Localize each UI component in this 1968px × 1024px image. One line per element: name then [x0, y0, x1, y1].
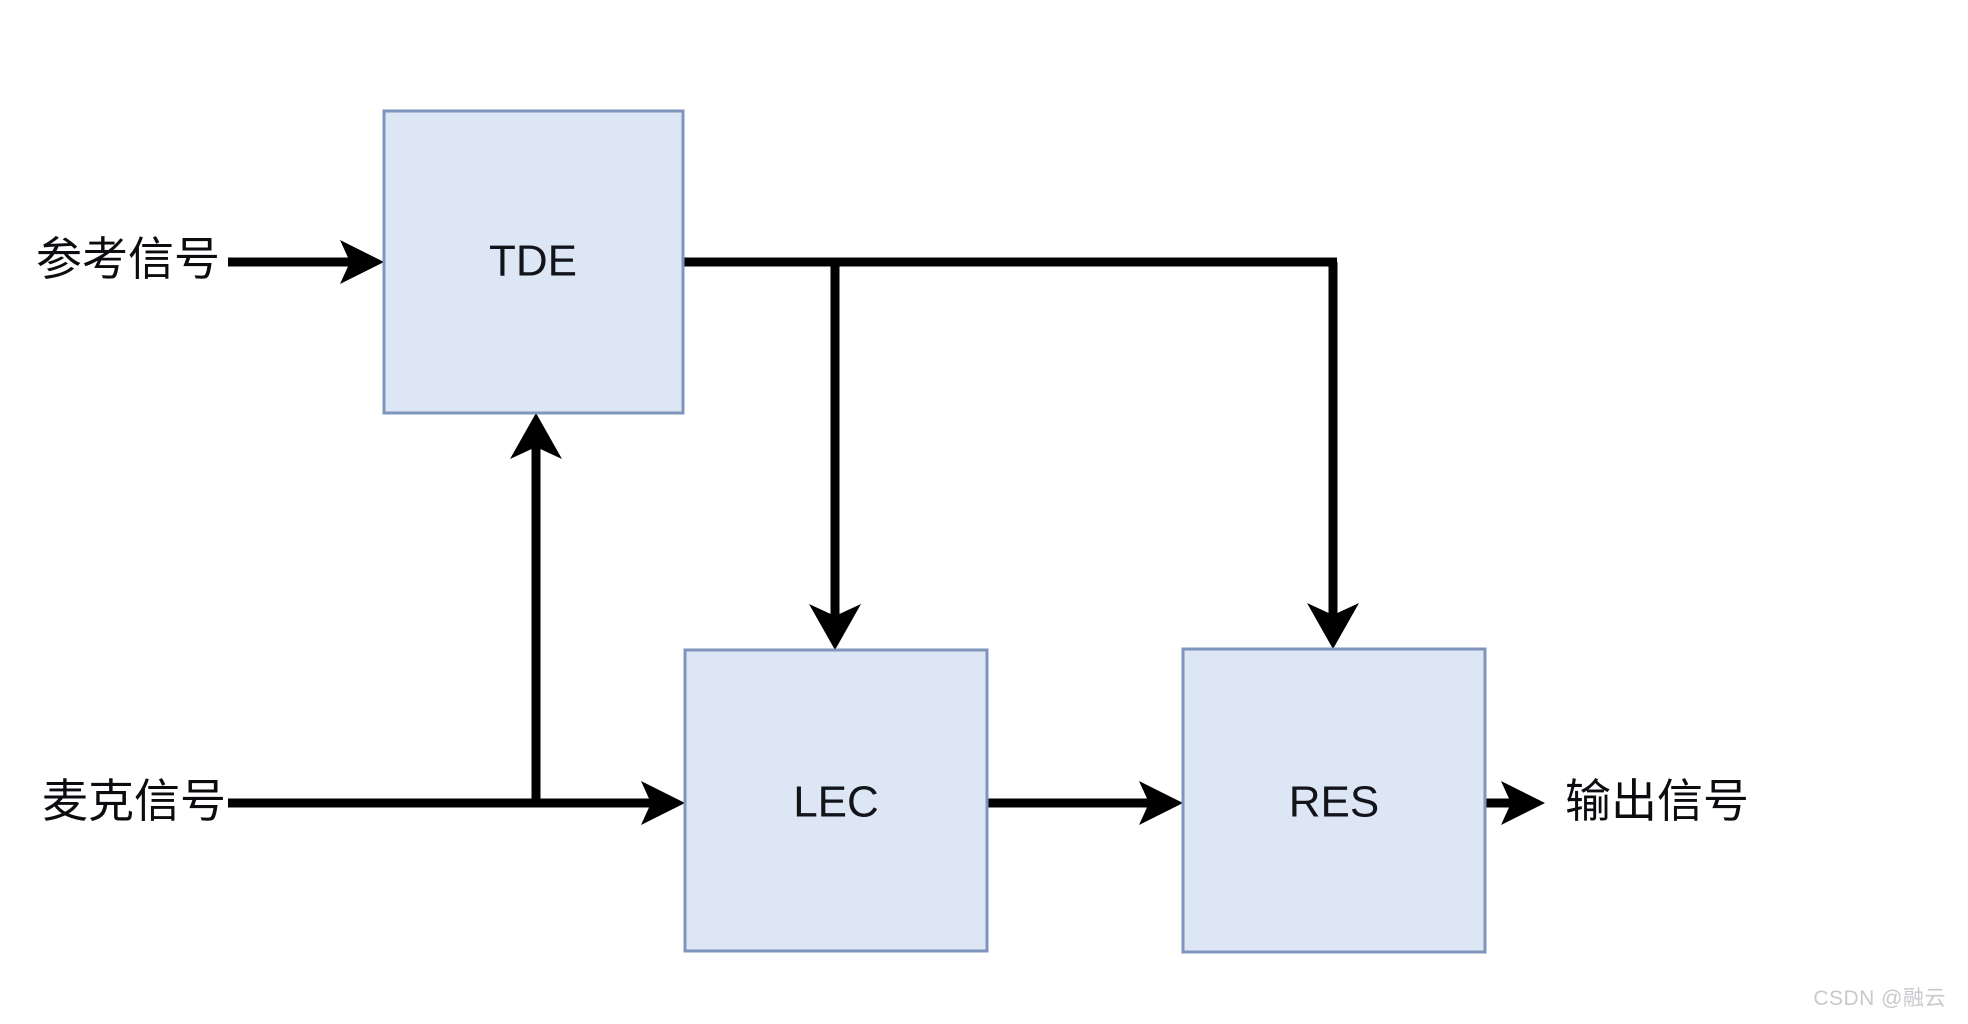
label-reference-signal: 参考信号 [36, 233, 220, 285]
edge-res-to-output [1485, 781, 1545, 825]
node-tde-label: TDE [489, 237, 577, 286]
edge-mic-to-tde [510, 413, 562, 803]
arrowhead-icon [1139, 781, 1183, 825]
watermark: CSDN @融云 [1813, 987, 1946, 1010]
arrowhead-icon [641, 781, 685, 825]
arrowhead-icon [1307, 603, 1359, 649]
edge-reference-to-tde [228, 240, 384, 284]
edge-tde-to-lec [809, 262, 861, 650]
edge-lec-to-res [987, 781, 1183, 825]
node-lec-label: LEC [793, 778, 879, 827]
arrowhead-icon [510, 413, 562, 459]
edge-tde-to-res [1307, 262, 1359, 649]
label-mic-signal: 麦克信号 [42, 775, 226, 827]
node-lec[interactable]: LEC [683, 648, 989, 953]
node-tde[interactable]: TDE [382, 109, 685, 415]
node-res-label: RES [1289, 778, 1379, 827]
arrowhead-icon [1501, 781, 1545, 825]
label-output-signal: 输出信号 [1565, 775, 1749, 827]
edge-mic-to-lec [228, 781, 685, 825]
node-res[interactable]: RES [1181, 647, 1487, 954]
arrowhead-icon [340, 240, 384, 284]
arrowhead-icon [809, 604, 861, 650]
